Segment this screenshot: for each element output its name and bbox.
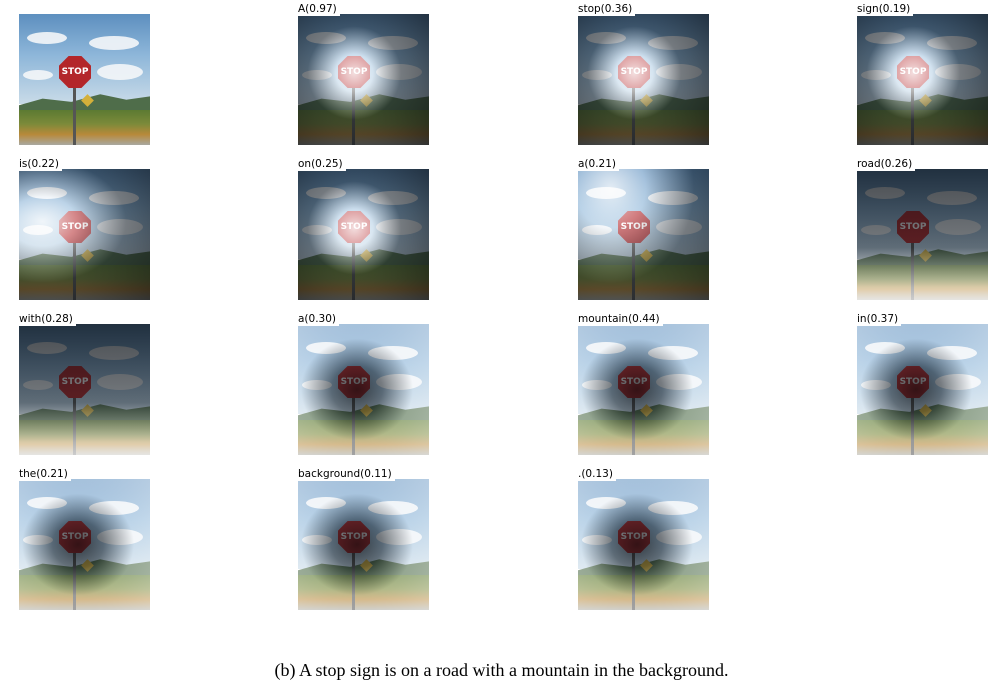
word-attention-label: mountain(0.44) bbox=[578, 312, 663, 326]
attention-overlay bbox=[578, 479, 709, 610]
stop-sign: STOP bbox=[59, 56, 91, 88]
attention-heatmap: STOP bbox=[298, 324, 429, 455]
attention-map-cell: A(0.97)STOP bbox=[298, 2, 429, 147]
word-attention-label: on(0.25) bbox=[298, 157, 346, 171]
word-attention-label: is(0.22) bbox=[19, 157, 62, 171]
attention-overlay bbox=[19, 479, 150, 610]
attention-overlay bbox=[857, 324, 988, 455]
word-attention-label: in(0.37) bbox=[857, 312, 902, 326]
word-attention-label: sign(0.19) bbox=[857, 2, 914, 16]
attention-map-cell: sign(0.19)STOP bbox=[857, 2, 988, 147]
attention-map-cell: is(0.22)STOP bbox=[19, 157, 150, 302]
attention-map-cell: road(0.26)STOP bbox=[857, 157, 988, 302]
attention-map-cell: the(0.21)STOP bbox=[19, 467, 150, 612]
attention-overlay bbox=[578, 14, 709, 145]
attention-map-cell: a(0.30)STOP bbox=[298, 312, 429, 457]
attention-map-cell: background(0.11)STOP bbox=[298, 467, 429, 612]
word-attention-label: .(0.13) bbox=[578, 467, 616, 481]
word-attention-label: a(0.21) bbox=[578, 157, 620, 171]
attention-overlay bbox=[298, 169, 429, 300]
attention-overlay bbox=[857, 169, 988, 300]
figure-caption: (b) A stop sign is on a road with a moun… bbox=[274, 660, 729, 680]
attention-heatmap: STOP bbox=[298, 14, 429, 145]
attention-map-cell: on(0.25)STOP bbox=[298, 157, 429, 302]
word-attention-label: stop(0.36) bbox=[578, 2, 636, 16]
stop-sign-photo: STOP bbox=[19, 14, 150, 145]
attention-map-cell: stop(0.36)STOP bbox=[578, 2, 709, 147]
attention-heatmap: STOP bbox=[857, 324, 988, 455]
attention-heatmap: STOP bbox=[298, 479, 429, 610]
word-attention-label: A(0.97) bbox=[298, 2, 340, 16]
original-image-cell: STOP bbox=[19, 2, 150, 147]
attention-heatmap: STOP bbox=[857, 14, 988, 145]
attention-heatmap: STOP bbox=[578, 324, 709, 455]
attention-map-cell: mountain(0.44)STOP bbox=[578, 312, 709, 457]
word-attention-label: with(0.28) bbox=[19, 312, 76, 326]
attention-heatmap: STOP bbox=[298, 169, 429, 300]
attention-map-cell: .(0.13)STOP bbox=[578, 467, 709, 612]
attention-overlay bbox=[298, 14, 429, 145]
attention-overlay bbox=[578, 324, 709, 455]
attention-map-cell: in(0.37)STOP bbox=[857, 312, 988, 457]
attention-overlay bbox=[298, 479, 429, 610]
attention-heatmap: STOP bbox=[578, 479, 709, 610]
attention-overlay bbox=[857, 14, 988, 145]
attention-heatmap: STOP bbox=[19, 479, 150, 610]
attention-map-cell: with(0.28)STOP bbox=[19, 312, 150, 457]
word-attention-label: the(0.21) bbox=[19, 467, 71, 481]
attention-heatmap: STOP bbox=[857, 169, 988, 300]
word-attention-label: road(0.26) bbox=[857, 157, 916, 171]
word-attention-label: background(0.11) bbox=[298, 467, 395, 481]
attention-overlay bbox=[578, 169, 709, 300]
attention-overlay bbox=[19, 324, 150, 455]
attention-heatmap: STOP bbox=[578, 169, 709, 300]
attention-heatmap: STOP bbox=[19, 169, 150, 300]
attention-overlay bbox=[298, 324, 429, 455]
word-attention-label: a(0.30) bbox=[298, 312, 340, 326]
attention-map-cell: a(0.21)STOP bbox=[578, 157, 709, 302]
attention-heatmap: STOP bbox=[578, 14, 709, 145]
attention-heatmap: STOP bbox=[19, 324, 150, 455]
attention-overlay bbox=[19, 169, 150, 300]
